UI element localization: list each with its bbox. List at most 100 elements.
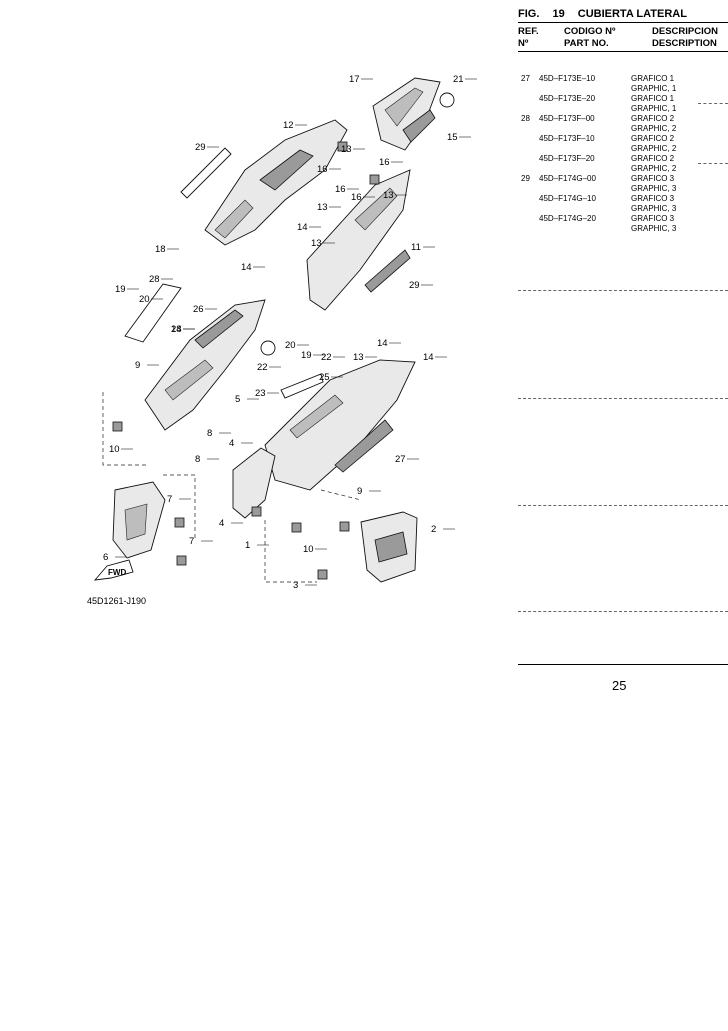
callout-number: 13 bbox=[341, 144, 352, 155]
rear-cover-part bbox=[360, 511, 418, 583]
row-desc-en: GRAPHIC, 3 bbox=[631, 204, 677, 213]
row-desc-en: GRAPHIC, 1 bbox=[631, 84, 677, 93]
row-part-no: 45D–F173F–10 bbox=[539, 134, 595, 143]
row-part-no: 45D–F173F–20 bbox=[539, 154, 595, 163]
callout-number: 13 bbox=[353, 352, 364, 363]
callout-number: 22 bbox=[257, 362, 268, 373]
figure-title: FIG. 19 CUBIERTA LATERAL bbox=[518, 8, 697, 20]
callout-number: 25 bbox=[319, 372, 330, 383]
row-part-no: 45D–F173E–20 bbox=[539, 94, 596, 103]
callout-number: 16 bbox=[379, 157, 390, 168]
callout-number: 9 bbox=[357, 486, 362, 497]
row-desc-en: GRAPHIC, 1 bbox=[631, 104, 677, 113]
callout-number: 8 bbox=[195, 454, 200, 465]
header-ref-es: REF. bbox=[518, 26, 539, 37]
callout-number: 29 bbox=[195, 142, 206, 153]
clip-part bbox=[337, 141, 348, 152]
clip-part bbox=[112, 421, 123, 432]
clip-part bbox=[339, 521, 350, 532]
row-desc-en: GRAPHIC, 2 bbox=[631, 164, 677, 173]
front-inner-cover-part bbox=[112, 481, 166, 559]
callout-number: 11 bbox=[411, 242, 421, 253]
parts-table-header: REF. Nº CODIGO Nº PART NO. DESCRIPCION D… bbox=[518, 22, 728, 52]
section-divider bbox=[518, 398, 728, 399]
callout-number: 3 bbox=[293, 580, 298, 591]
clip-part bbox=[317, 569, 328, 580]
row-desc-en: GRAPHIC, 3 bbox=[631, 184, 677, 193]
row-ref: 29 bbox=[521, 174, 530, 183]
callout-number: 15 bbox=[447, 132, 458, 143]
section-divider bbox=[518, 290, 728, 291]
row-desc-es: GRAFICO 2 bbox=[631, 154, 675, 163]
row-desc-es: GRAFICO 3 bbox=[631, 174, 675, 183]
section-divider bbox=[518, 505, 728, 506]
header-desc-es: DESCRIPCION bbox=[652, 26, 718, 37]
callout-number: 14 bbox=[297, 222, 308, 233]
callout-number: 10 bbox=[109, 444, 120, 455]
header-ref: REF. Nº bbox=[518, 26, 539, 50]
header-part-es: CODIGO Nº bbox=[564, 26, 616, 37]
figure-label: FIG. bbox=[518, 8, 540, 20]
row-desc-es: GRAFICO 3 bbox=[631, 214, 675, 223]
callout-number: 17 bbox=[349, 74, 360, 85]
row-separator bbox=[698, 163, 728, 164]
callout-number: 12 bbox=[283, 120, 294, 131]
row-desc-es: GRAFICO 1 bbox=[631, 94, 675, 103]
callout-number: 10 bbox=[303, 544, 314, 555]
callout-number: 20 bbox=[139, 294, 150, 305]
callout-number: 28 bbox=[149, 274, 160, 285]
header-desc-en: DESCRIPTION bbox=[652, 38, 717, 49]
row-desc-en: GRAPHIC, 3 bbox=[631, 224, 677, 233]
lower-side-cover-part bbox=[264, 359, 416, 491]
callout-number: 24 bbox=[171, 324, 182, 335]
clip-part bbox=[176, 555, 187, 566]
callout-number: 1 bbox=[245, 540, 250, 551]
row-desc-es: GRAFICO 3 bbox=[631, 194, 675, 203]
fwd-label: FWD bbox=[108, 568, 126, 577]
callout-number: 22 bbox=[321, 352, 332, 363]
callout-number: 4 bbox=[229, 438, 234, 449]
figure-number: 19 bbox=[552, 8, 565, 20]
clip-part bbox=[251, 506, 262, 517]
header-part-no: CODIGO Nº PART NO. bbox=[564, 26, 616, 50]
inner-bracket-part bbox=[232, 447, 276, 519]
row-desc-es: GRAFICO 1 bbox=[631, 74, 675, 83]
graphic-strip-part bbox=[180, 147, 232, 199]
assembly-line bbox=[102, 392, 147, 466]
callout-number: 9 bbox=[135, 360, 140, 371]
middle-side-cover-part bbox=[144, 299, 276, 431]
clip-part bbox=[369, 174, 380, 185]
callout-number: 14 bbox=[241, 262, 252, 273]
callout-number: 13 bbox=[317, 202, 328, 213]
callout-number: 26 bbox=[193, 304, 204, 315]
callout-number: 13 bbox=[383, 190, 394, 201]
callout-number: 18 bbox=[171, 324, 182, 335]
row-part-no: 45D–F173F–00 bbox=[539, 114, 595, 123]
callout-number: 16 bbox=[317, 164, 328, 175]
row-separator bbox=[698, 103, 728, 104]
row-part-no: 45D–F174G–10 bbox=[539, 194, 596, 203]
callout-number: 6 bbox=[103, 552, 108, 563]
row-part-no: 45D–F174G–00 bbox=[539, 174, 596, 183]
assembly-line bbox=[320, 489, 362, 501]
row-desc-en: GRAPHIC, 2 bbox=[631, 124, 677, 133]
table-bottom-rule bbox=[518, 664, 728, 665]
panel-graphic-part bbox=[124, 283, 182, 343]
callout-number: 23 bbox=[255, 388, 266, 399]
callout-number: 20 bbox=[285, 340, 296, 351]
